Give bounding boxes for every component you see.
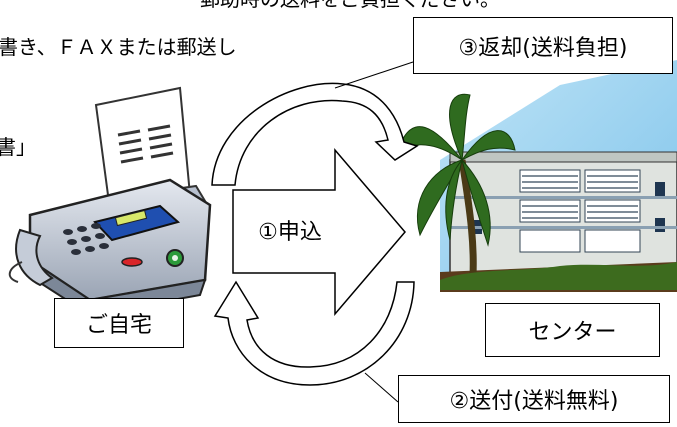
center-building-illustration [397, 60, 677, 292]
step2-callout-line [364, 372, 399, 403]
apply-arrow [232, 147, 406, 317]
document-text-top: 郵助時の送料をご負担ください。 [200, 0, 500, 9]
return-arrow [211, 82, 419, 186]
step2-label: ②送付(送料無料) [398, 375, 670, 423]
center-label: センター [485, 303, 660, 357]
send-arrow [213, 280, 415, 386]
step3-label: ③返却(送料負担) [413, 17, 673, 74]
home-label: ご自宅 [54, 298, 184, 348]
document-text-line-2: 書き、ＦＡＸまたは郵送し [0, 35, 237, 59]
fax-machine-illustration [8, 86, 212, 317]
document-text-line-3: 書」 [0, 135, 36, 159]
step1-label: ①申込 [258, 220, 322, 245]
step3-callout-line [334, 61, 414, 89]
